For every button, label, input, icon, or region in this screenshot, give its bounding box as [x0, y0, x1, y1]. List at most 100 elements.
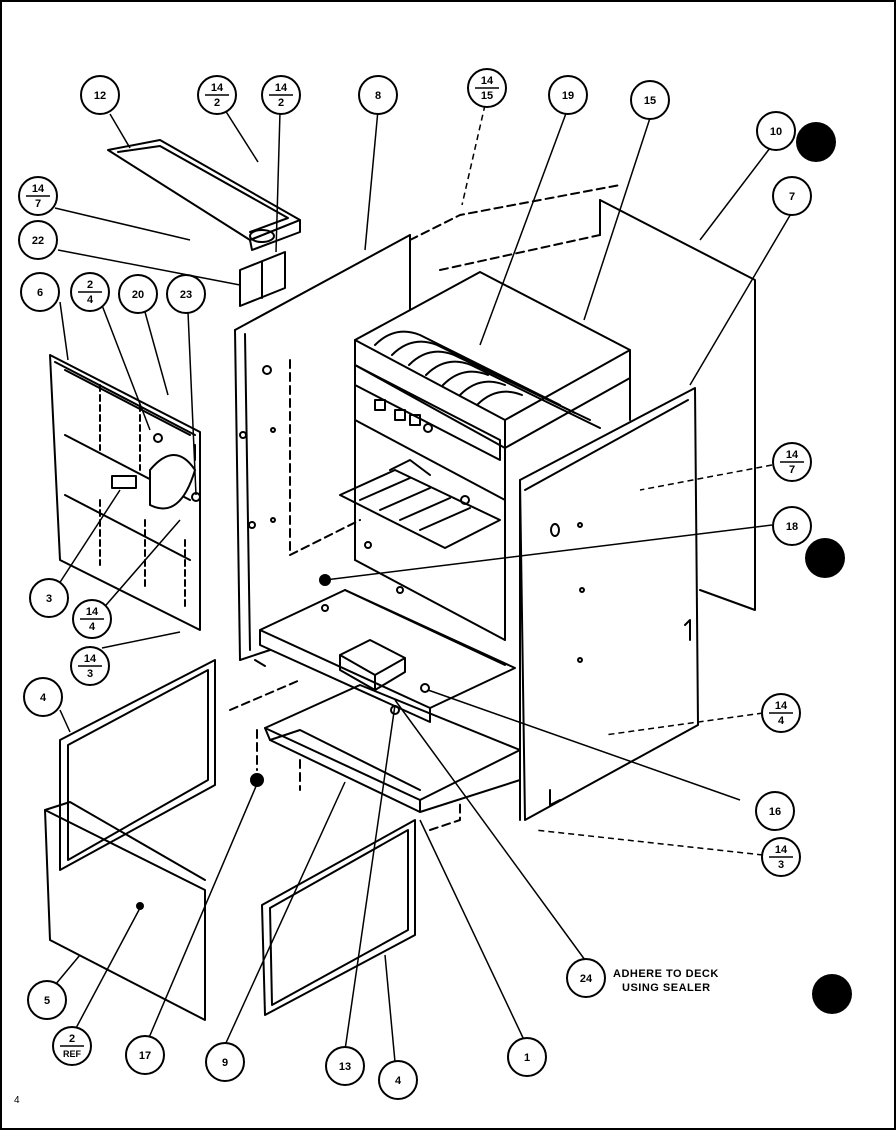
svg-text:13: 13: [339, 1061, 351, 1073]
callout-2-4: 2 4: [70, 272, 110, 312]
svg-text:5: 5: [44, 995, 50, 1007]
guide-left-panel: [289, 359, 361, 556]
part-control-box: [354, 364, 501, 461]
svg-text:12: 12: [94, 90, 106, 102]
callout-16: 16: [755, 791, 795, 831]
svg-text:4: 4: [395, 1075, 402, 1087]
part-17-plug: [250, 773, 264, 787]
note-line-1: ADHERE TO DECK: [613, 968, 719, 980]
callout-10: 10: [756, 111, 796, 151]
part-10-back-panel: [409, 199, 756, 611]
svg-text:14: 14: [32, 183, 45, 195]
svg-text:15: 15: [644, 95, 656, 107]
callout-14-4-right: 14 4: [761, 693, 801, 733]
svg-text:3: 3: [46, 593, 52, 605]
svg-text:2: 2: [278, 97, 284, 109]
svg-text:14: 14: [775, 700, 788, 712]
svg-text:16: 16: [769, 806, 781, 818]
svg-text:8: 8: [375, 90, 381, 102]
guide-back-mid: [439, 234, 601, 271]
callout-22: 22: [18, 220, 58, 260]
part-4-right-filter: [261, 819, 416, 1016]
part-19-heat-exchanger-tubes: [374, 330, 601, 429]
callout-9: 9: [205, 1042, 245, 1082]
svg-text:9: 9: [222, 1057, 228, 1069]
part-12-top-cover: [107, 139, 301, 251]
part-7-right-side-panel: [519, 387, 699, 821]
callout-4-left: 4: [23, 677, 63, 717]
callout-4-right: 4: [378, 1060, 418, 1100]
svg-text:20: 20: [132, 289, 144, 301]
callout-2-ref: 2 REF: [52, 1026, 92, 1066]
svg-text:2: 2: [87, 279, 93, 291]
svg-text:15: 15: [481, 90, 493, 102]
svg-text:3: 3: [87, 668, 93, 680]
svg-text:REF: REF: [63, 1049, 82, 1059]
callout-3: 3: [29, 578, 69, 618]
svg-text:14: 14: [786, 449, 799, 461]
callout-13: 13: [325, 1046, 365, 1086]
part-18-deck: [259, 574, 516, 723]
part-5-lower-front-panel: [44, 801, 206, 1021]
svg-text:18: 18: [786, 521, 798, 533]
callout-14-4-left: 14 4: [72, 599, 112, 639]
callout-8: 8: [358, 75, 398, 115]
svg-text:1: 1: [524, 1052, 530, 1064]
note-line-2: USING SEALER: [622, 982, 711, 994]
svg-text:2: 2: [69, 1033, 75, 1045]
svg-text:14: 14: [275, 82, 288, 94]
svg-text:14: 14: [775, 844, 788, 856]
svg-text:4: 4: [87, 294, 94, 306]
callout-6: 6: [20, 272, 60, 312]
svg-text:6: 6: [37, 287, 43, 299]
svg-text:24: 24: [580, 973, 593, 985]
svg-text:14: 14: [211, 82, 224, 94]
svg-text:4: 4: [778, 715, 785, 727]
callout-14-3-left: 14 3: [70, 646, 110, 686]
part-13-bottom-tray: [264, 683, 521, 813]
guide-back-top: [409, 184, 621, 241]
svg-text:22: 22: [32, 235, 44, 247]
registration-dot-bottom: [812, 974, 852, 1014]
callout-17: 17: [125, 1035, 165, 1075]
svg-text:2: 2: [214, 97, 220, 109]
corner-mark: 4: [14, 1095, 20, 1106]
svg-text:4: 4: [40, 692, 47, 704]
part-24-sealer-block: [339, 639, 406, 691]
svg-text:7: 7: [35, 198, 41, 210]
callout-5: 5: [27, 980, 67, 1020]
svg-text:14: 14: [481, 75, 494, 87]
registration-dot-middle: [805, 538, 845, 578]
svg-text:14: 14: [86, 606, 99, 618]
part-6-upper-front-door: [49, 354, 201, 631]
callout-14-15: 14 15: [467, 68, 507, 108]
svg-text:19: 19: [562, 90, 574, 102]
callout-15: 15: [630, 80, 670, 120]
part-4-left-filter: [59, 659, 216, 871]
callout-19: 19: [548, 75, 588, 115]
callout-7: 7: [772, 176, 812, 216]
callout-20: 20: [118, 274, 158, 314]
callout-23: 23: [166, 274, 206, 314]
callout-14-7-left: 14 7: [18, 176, 58, 216]
svg-text:7: 7: [789, 464, 795, 476]
part-22-bracket: [239, 251, 286, 307]
registration-dot-top: [796, 122, 836, 162]
svg-text:10: 10: [770, 126, 782, 138]
guide-tray: [229, 679, 461, 831]
callout-14-3-right: 14 3: [761, 837, 801, 877]
callout-14-2-left: 14 2: [197, 75, 237, 115]
callout-1: 1: [507, 1037, 547, 1077]
callout-12: 12: [80, 75, 120, 115]
part-burner-assembly: [339, 459, 501, 549]
svg-text:4: 4: [89, 621, 96, 633]
svg-text:17: 17: [139, 1050, 151, 1062]
leader-lines: [54, 104, 793, 1063]
svg-text:14: 14: [84, 653, 97, 665]
callout-14-2-right: 14 2: [261, 75, 301, 115]
callout-14-7-right: 14 7: [772, 442, 812, 482]
svg-text:3: 3: [778, 859, 784, 871]
svg-text:7: 7: [789, 191, 795, 203]
